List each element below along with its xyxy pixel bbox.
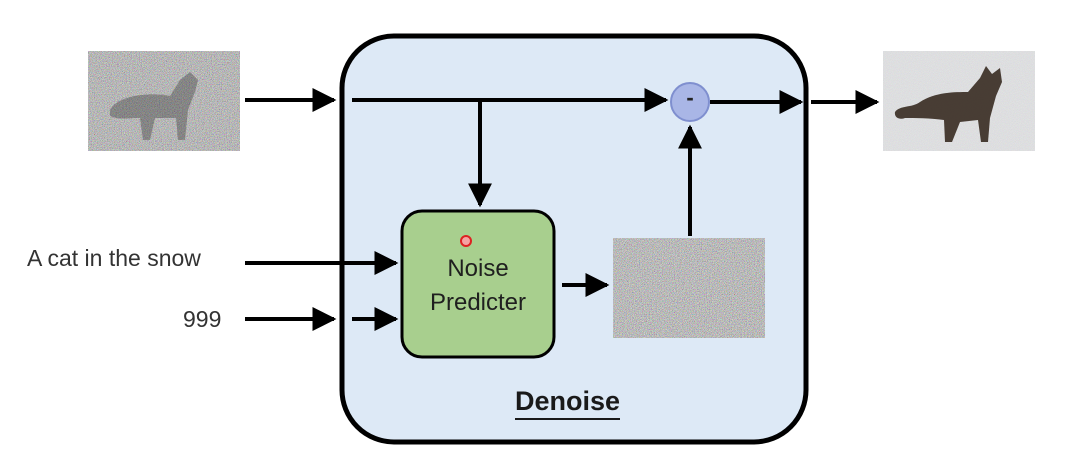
output-denoised-image	[883, 51, 1035, 151]
subtract-node	[670, 82, 710, 122]
predicted-noise-image	[613, 238, 765, 338]
text-prompt-label: A cat in the snow	[27, 245, 201, 271]
noise-predictor-label-line2: Predicter	[429, 289, 527, 316]
input-noisy-image	[88, 51, 240, 151]
cursor-dot	[460, 235, 472, 247]
step-label: 999	[183, 306, 222, 332]
noise-predictor-label-line1: Noise	[447, 255, 509, 282]
subtract-symbol: -	[686, 85, 694, 110]
denoise-title: Denoise	[515, 386, 621, 420]
noise-predictor-box	[400, 209, 556, 359]
